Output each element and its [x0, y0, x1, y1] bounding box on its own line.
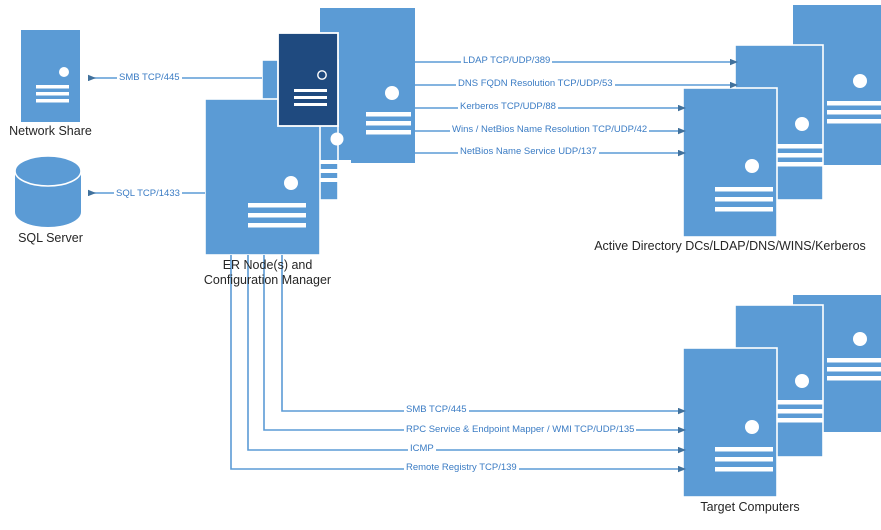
edge-label-netbios-name-service: NetBios Name Service UDP/137 — [458, 146, 599, 157]
edge-label-ldap: LDAP TCP/UDP/389 — [461, 55, 553, 66]
node-sql-server-cylinder[interactable] — [14, 155, 82, 227]
edge-label-sql-to-sql-server: SQL TCP/1433 — [114, 188, 182, 199]
edge-remote-registry — [230, 255, 686, 473]
caption-target-computers: Target Computers — [700, 500, 800, 514]
edge-label-icmp: ICMP — [408, 443, 436, 454]
edge-label-rpc-wmi: RPC Service & Endpoint Mapper / WMI TCP/… — [404, 424, 637, 435]
edge-icmp — [247, 255, 686, 454]
node-er-node-stack[interactable] — [204, 8, 415, 256]
edge-label-smb-target: SMB TCP/445 — [404, 404, 469, 415]
edge-label-wins: Wins / NetBios Name Resolution TCP/UDP/4… — [450, 124, 650, 135]
caption-network-share: Network Share — [9, 124, 92, 138]
node-network-share[interactable] — [21, 30, 80, 122]
edge-smb-target — [281, 255, 686, 415]
node-target-computers-stack[interactable] — [682, 295, 881, 498]
caption-sql-server: SQL Server — [18, 231, 83, 245]
edge-label-remote-registry: Remote Registry TCP/139 — [404, 462, 519, 473]
node-active-directory-stack[interactable] — [682, 5, 881, 238]
edge-label-smb-to-share: SMB TCP/445 — [117, 72, 182, 83]
edge-label-dns: DNS FQDN Resolution TCP/UDP/53 — [456, 78, 615, 89]
caption-active-directory: Active Directory DCs/LDAP/DNS/WINS/Kerbe… — [594, 239, 866, 253]
edge-label-kerberos: Kerberos TCP/UDP/88 — [458, 101, 558, 112]
caption-er-node: ER Node(s) and Configuration Manager — [203, 258, 332, 287]
